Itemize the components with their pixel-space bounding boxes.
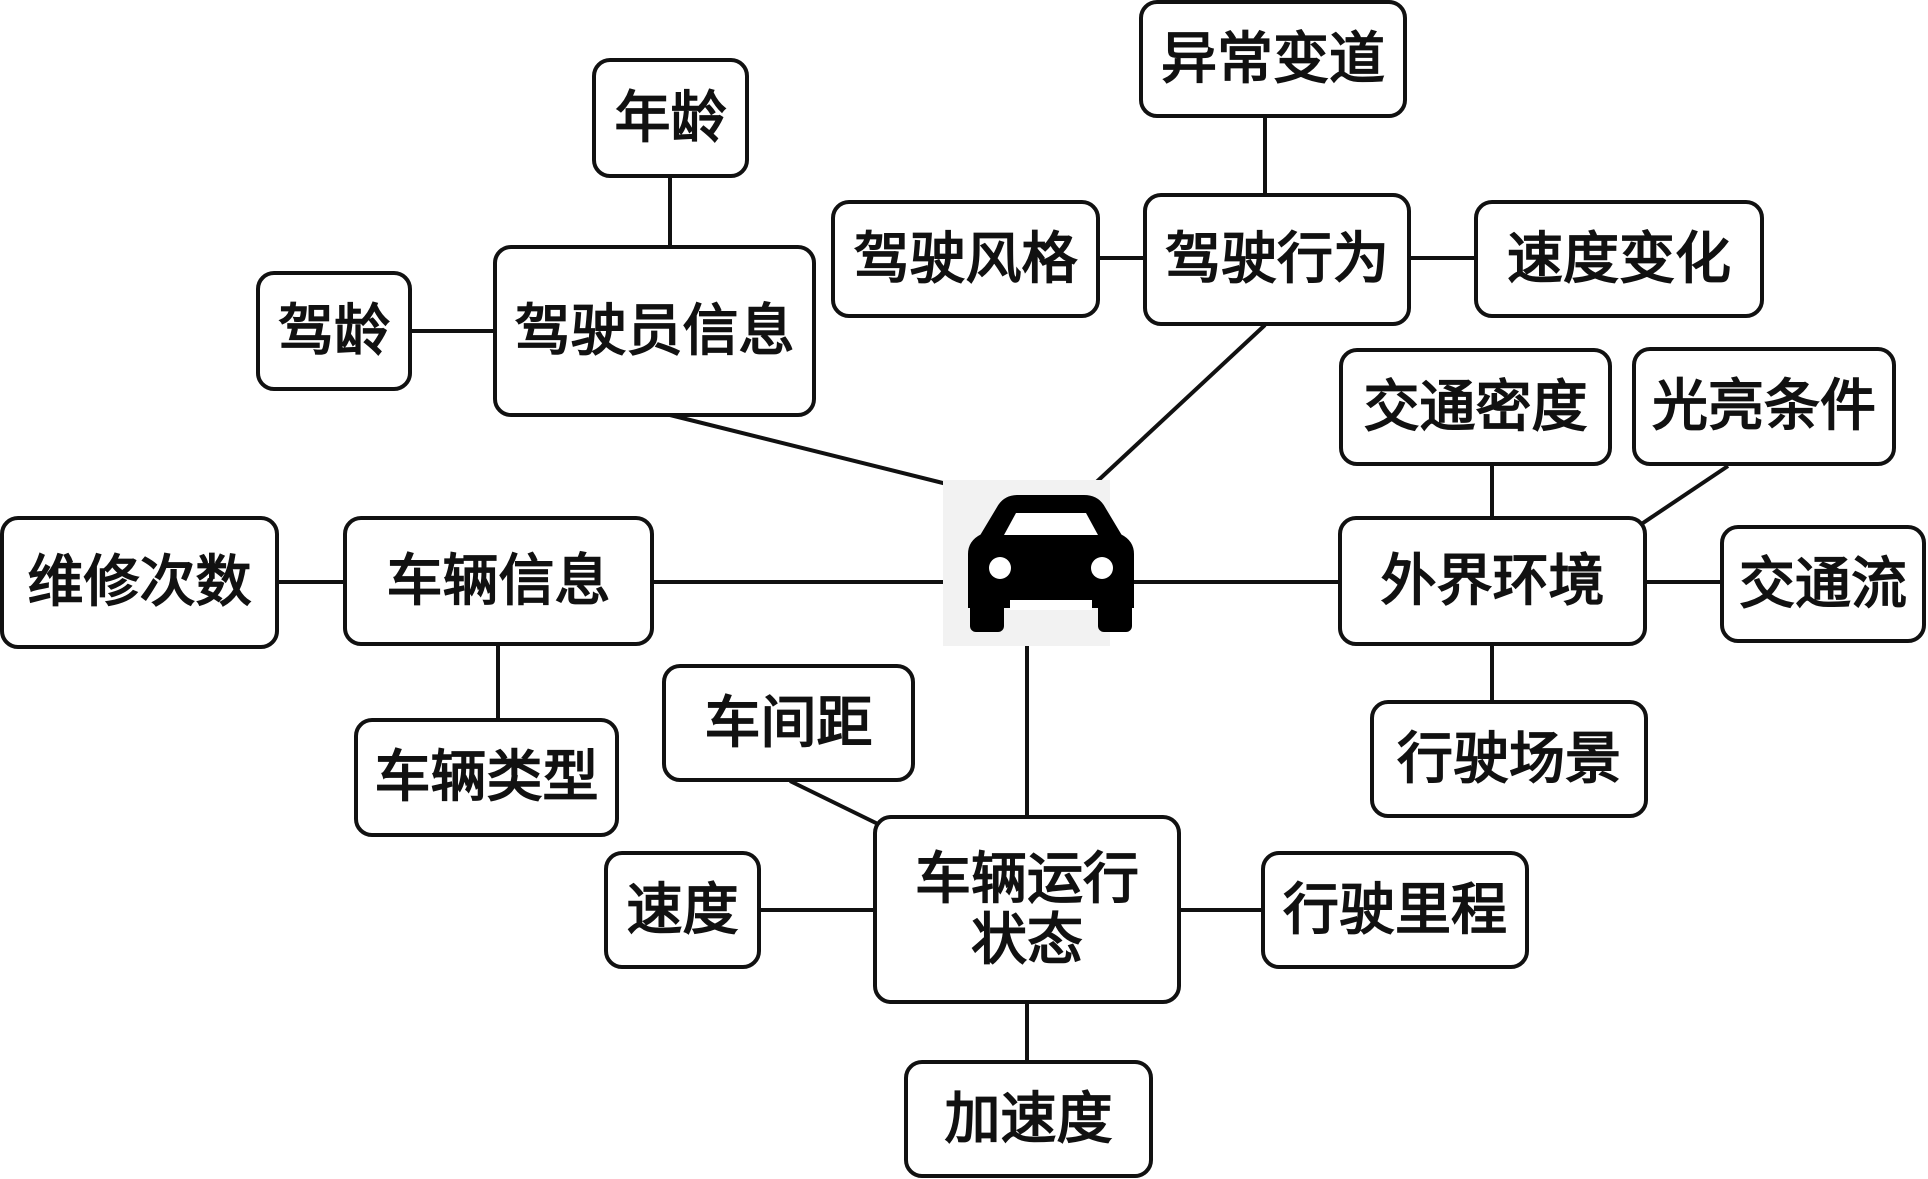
node-abnormal-lane-change: 异常变道 [1139, 0, 1407, 118]
node-speed: 速度 [604, 851, 761, 969]
node-headway: 车间距 [662, 664, 915, 782]
node-acceleration: 加速度 [904, 1060, 1153, 1178]
connector-center-driving-behavior [1073, 323, 1267, 504]
node-traffic-density: 交通密度 [1339, 348, 1612, 466]
node-traffic-flow: 交通流 [1720, 525, 1926, 643]
node-repair-count: 维修次数 [0, 516, 279, 649]
node-vehicle-state: 车辆运行 状态 [873, 815, 1181, 1004]
node-mileage: 行驶里程 [1261, 851, 1529, 969]
node-light-condition: 光亮条件 [1632, 347, 1896, 466]
node-driving-years: 驾龄 [256, 271, 412, 391]
node-driver-info: 驾驶员信息 [493, 245, 816, 417]
node-external-env: 外界环境 [1338, 516, 1647, 646]
connector-center-driver-info [669, 413, 996, 498]
node-driving-scene: 行驶场景 [1370, 700, 1648, 818]
car-icon [943, 480, 1134, 646]
node-driving-style: 驾驶风格 [831, 200, 1100, 318]
node-speed-change: 速度变化 [1474, 200, 1764, 318]
connector-env-light [1638, 464, 1730, 527]
node-vehicle-type: 车辆类型 [354, 718, 619, 837]
connector-state-headway [789, 779, 881, 827]
node-driving-behavior: 驾驶行为 [1143, 193, 1411, 326]
node-vehicle-info: 车辆信息 [343, 516, 654, 646]
node-age: 年龄 [592, 58, 749, 178]
